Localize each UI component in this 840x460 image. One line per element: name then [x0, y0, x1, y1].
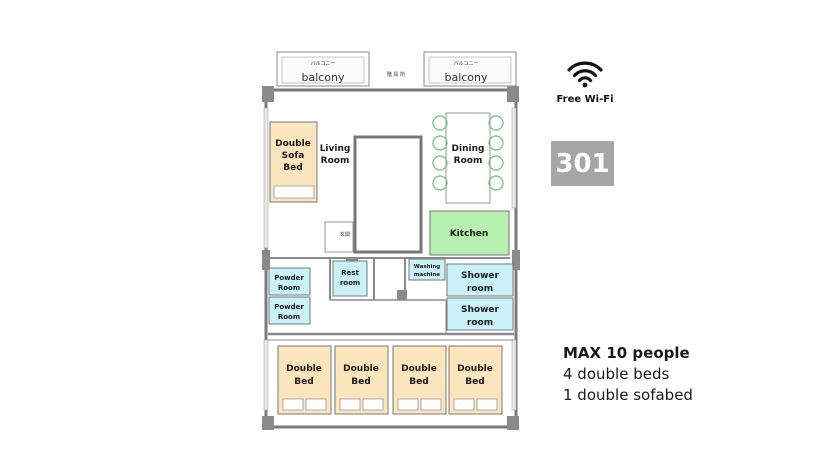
capacity-line-beds: 4 double beds	[563, 365, 670, 383]
bed-1-label-1: Double	[286, 364, 322, 374]
capacity-block: MAX 10 people 4 double beds 1 double sof…	[563, 343, 693, 406]
capacity-line-sofabed: 1 double sofabed	[563, 386, 693, 404]
shower-room-1-label-1: Shower	[461, 271, 499, 281]
shower-room-2-label-1: Shower	[461, 305, 499, 315]
room-number-badge: 301	[551, 141, 614, 186]
rest-room-area	[332, 260, 368, 297]
powder-room-1-label-2: Room	[278, 284, 300, 292]
wifi-block: Free Wi-Fi	[556, 60, 614, 105]
window-strips	[263, 107, 517, 411]
dining-table	[432, 112, 504, 204]
dining-room-label-1: Dining	[452, 144, 485, 154]
balcony-right-label: balcony	[444, 71, 488, 84]
rest-room-label-1: Rest	[341, 269, 359, 277]
sofa-bed-label-3: Bed	[283, 163, 302, 173]
sofa-bed	[269, 121, 318, 203]
bed-4-label-2: Bed	[465, 377, 484, 387]
powder-room-1-label-1: Powder	[274, 274, 304, 282]
sofa-bed-label-2: Sofa	[282, 151, 305, 161]
bed-3-label-2: Bed	[409, 377, 428, 387]
shower-room-2-label-2: room	[467, 318, 493, 328]
balcony-right-jp: バルコニー	[454, 61, 479, 67]
powder-room-1	[268, 267, 311, 296]
living-room-label-2: Room	[321, 156, 350, 166]
shower-room-1	[446, 263, 514, 297]
entrance: 玄関	[324, 221, 354, 253]
powder-room-2-label-2: Room	[278, 313, 300, 321]
powder-room-2-label-1: Powder	[274, 303, 304, 311]
capacity-title: MAX 10 people	[563, 344, 690, 362]
bed-2-label-1: Double	[343, 364, 379, 374]
entrance-jp: 玄関	[340, 231, 350, 238]
washing-machine-area	[408, 258, 446, 281]
shower-room-1-label-2: room	[467, 284, 493, 294]
bed-1-label-2: Bed	[294, 377, 313, 387]
room-labels: Living Room Dining Room Kitchen Double S…	[274, 139, 499, 387]
powder-room-2	[268, 296, 311, 325]
balcony-left-label: balcony	[301, 71, 345, 84]
washing-label-2: machine	[414, 272, 440, 278]
top-jp-text: 階 段 所	[387, 71, 405, 78]
central-core	[353, 135, 423, 254]
bed-3-label-1: Double	[401, 364, 437, 374]
washing-label-1: Washing	[414, 264, 441, 270]
living-room-label-1: Living	[320, 144, 351, 154]
beds	[277, 345, 503, 415]
kitchen-label: Kitchen	[450, 229, 489, 239]
rest-room-label-2: room	[340, 279, 360, 287]
outer-walls	[262, 86, 520, 430]
bed-4-label-1: Double	[457, 364, 493, 374]
wifi-icon	[567, 61, 603, 88]
wifi-label: Free Wi-Fi	[556, 94, 614, 105]
bed-2-label-2: Bed	[351, 377, 370, 387]
kitchen-area	[429, 210, 510, 256]
balcony-right: バルコニー balcony	[423, 51, 517, 87]
balcony-left-jp: バルコニー	[311, 61, 336, 67]
balcony-left: バルコニー balcony	[276, 51, 370, 87]
shower-room-2	[446, 297, 514, 331]
dining-room-label-2: Room	[454, 156, 483, 166]
sofa-bed-label-1: Double	[275, 139, 311, 149]
